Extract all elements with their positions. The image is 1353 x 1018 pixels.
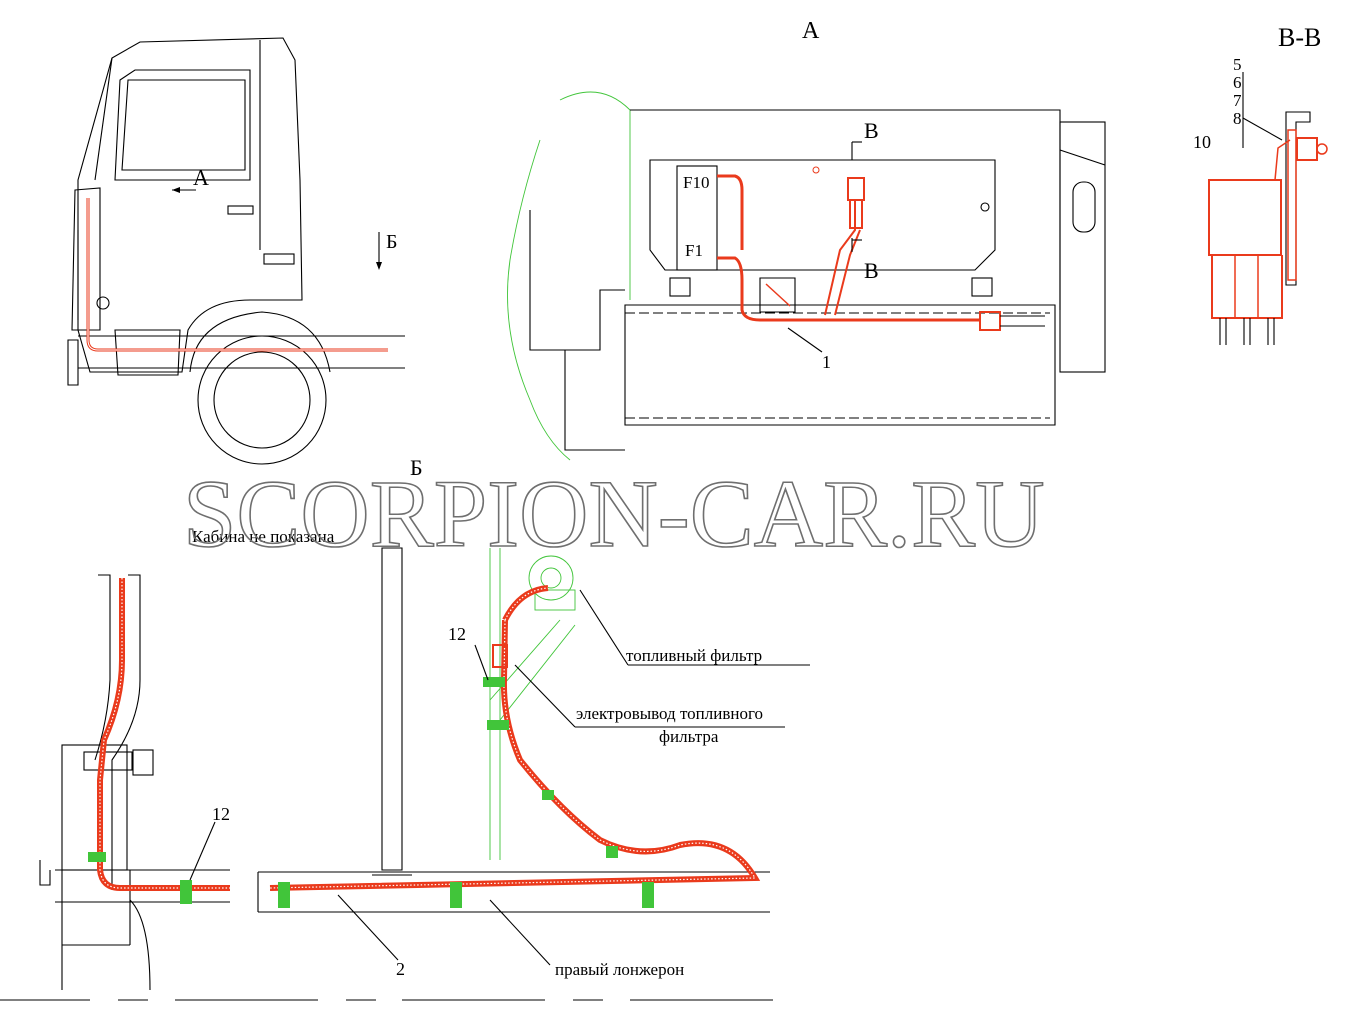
fuel-filter-lead-label-line2: фильтра [659, 727, 719, 746]
callout-2: 2 [396, 959, 405, 979]
callout-6: 6 [1233, 73, 1242, 92]
view-a-panel [507, 91, 1106, 461]
callout-1: 1 [822, 352, 831, 372]
view-b-right-detail [257, 547, 810, 966]
callout-7: 7 [1233, 91, 1242, 110]
truck-cab-view [67, 37, 405, 465]
fuse-f1-label: F1 [685, 241, 703, 260]
section-mark-top: В [864, 118, 879, 143]
arrow-a-label: А [193, 165, 209, 190]
arrow-b-label: Б [386, 231, 397, 253]
callout-12-left: 12 [212, 804, 230, 824]
fuse-f10-label: F10 [683, 173, 709, 192]
view-b-title: Б [410, 455, 423, 480]
view-b-left-detail [39, 574, 230, 991]
right-side-member-label: правый лонжерон [555, 960, 684, 979]
callout-5: 5 [1233, 55, 1242, 74]
callout-12-right: 12 [448, 624, 466, 644]
view-a-title: А [802, 18, 820, 44]
view-vv-title: В-В [1278, 23, 1321, 52]
section-vv-view [1208, 72, 1328, 345]
section-mark-bottom: В [864, 258, 879, 283]
callout-10: 10 [1193, 132, 1211, 152]
cabin-not-shown-note: Кабина не показана [192, 527, 335, 546]
fuel-filter-label: топливный фильтр [626, 646, 762, 665]
callout-8: 8 [1233, 109, 1242, 128]
watermark-text: SCORPION-CAR.RU [183, 460, 1045, 567]
fuel-filter-lead-label-line1: электровывод топливного [576, 704, 763, 723]
